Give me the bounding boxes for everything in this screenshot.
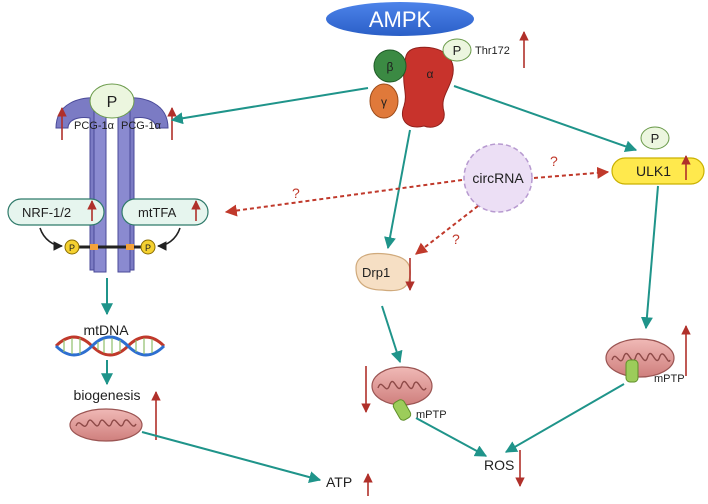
nrf-label: NRF-1/2 [22,205,71,220]
drp1-label: Drp1 [362,265,390,280]
p-circle-left [64,239,80,255]
mptp-channel-right [625,359,639,383]
question-mark-middle: ? [452,231,460,247]
ulk1-node: P ULK1 [611,126,705,185]
thr172-label: Thr172 [475,45,510,57]
ulk1-to-mito-arrow [640,185,659,330]
mttfa-label: mtTFA [138,205,177,220]
mito-right-to-ros-arrow [504,383,625,453]
p-circle-left-label: P [69,243,75,253]
question-mark-left: ? [292,185,300,201]
circrna-to-mttfa-dashed-arrow [224,179,463,217]
gamma-subunit [369,83,399,119]
circrna-label: circRNA [472,170,524,186]
ros-label: ROS [484,457,514,473]
atp-label: ATP [326,474,352,490]
mitochondrion-ulk1 [605,338,675,383]
circrna-to-ulk1-dashed-arrow [533,166,610,179]
biogenesis-label: biogenesis [74,387,141,403]
pcg-receptor: P PCG-1α PCG-1α [55,83,177,273]
nrf-curve-arrow [39,227,63,251]
receptor-phosphate-label: P [107,94,118,111]
mttfa-box: mtTFA [121,198,209,226]
circrna-to-drp1-dashed-arrow [415,205,479,255]
mttfa-curve-arrow [157,227,181,251]
mitochondrion-biogenesis [69,408,143,442]
dna-helix-icon [54,335,166,357]
ulk1-phosphate [640,126,670,150]
ampk-to-pcg-arrow [170,87,369,125]
ampk-label: AMPK [369,7,432,32]
orange-segment-left [90,244,98,250]
circrna-node: circRNA [463,143,533,213]
drp1-to-mito-arrow [381,305,403,364]
ampk-phosphate [442,38,472,62]
gamma-label: γ [381,95,387,109]
ulk1-label: ULK1 [636,163,671,179]
orange-segment-right [126,244,134,250]
p-circle-right-label: P [145,243,151,253]
alpha-subunit [402,46,454,128]
question-mark-right: ? [550,153,558,169]
drp1-node: Drp1 [355,252,415,292]
mito-to-atp-arrow [141,431,322,483]
pcg-left-label: PCG-1α [74,120,115,132]
mptp-label-right: mPTP [654,373,685,385]
mito-middle-to-ros-arrow [415,417,488,457]
receptor-phosphate [89,83,135,119]
ulk1-phosphate-label: P [651,131,660,146]
nrf-box: NRF-1/2 [7,198,105,226]
mptp-label-middle: mPTP [416,409,447,421]
ampk-phosphate-label: P [453,43,462,58]
pcg-right-label: PCG-1α [121,120,162,132]
mtdna-label: mtDNA [83,322,129,338]
ampk-complex: AMPK α β γ P Thr172 [326,2,529,128]
alpha-label: α [427,67,434,81]
mitochondrion-drp1 [371,366,433,421]
ampk-oval [326,2,474,36]
ampk-to-ulk1-arrow [453,85,638,153]
beta-label: β [387,60,394,74]
beta-subunit [373,49,407,83]
p-circle-right [140,239,156,255]
mptp-channel-middle [392,399,412,421]
